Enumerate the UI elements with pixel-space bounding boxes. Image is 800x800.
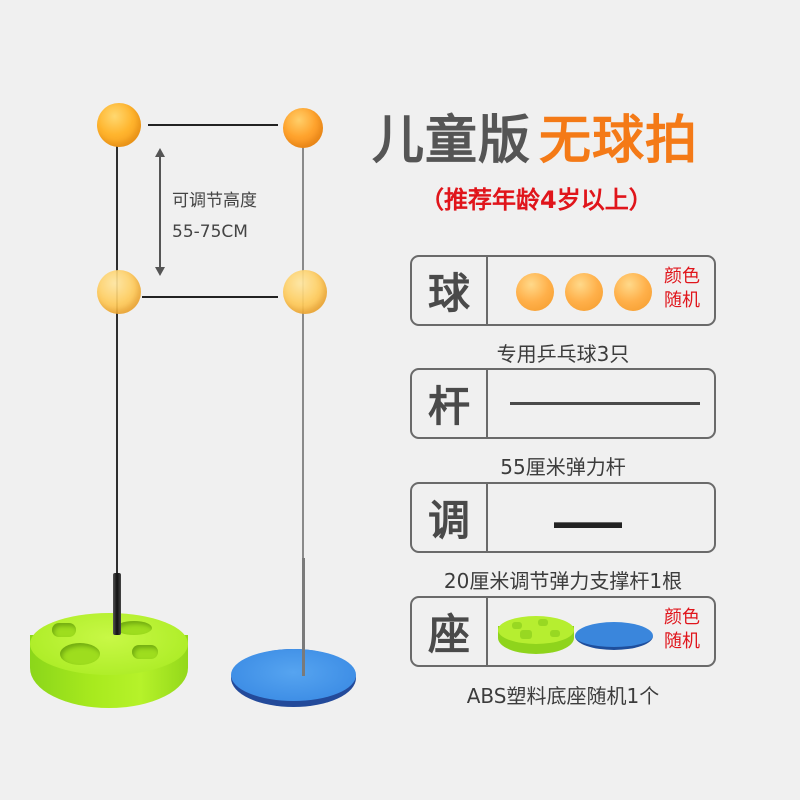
spec-caption-balls: 专用乒乓球3只: [496, 342, 630, 366]
blue-base-icon: [575, 622, 653, 650]
blue-flat-base: [231, 649, 356, 707]
spec-key-ball: 球: [412, 257, 488, 324]
ping-pong-ball-icon: [516, 273, 554, 311]
spec-key-rod: 杆: [412, 370, 488, 437]
adjust-height-range: 55-75CM: [172, 222, 248, 242]
bottom-height-guide: [142, 296, 278, 298]
ping-pong-ball-icon: [614, 273, 652, 311]
right-rod-lower: [302, 558, 305, 676]
short-rod-icon: [554, 522, 622, 528]
adjust-height-label: 可调节高度: [172, 191, 257, 211]
spec-caption-base: ABS塑料底座随机1个: [466, 684, 660, 708]
spec-key-base: 座: [412, 598, 488, 665]
top-height-guide: [148, 124, 278, 126]
spec-key-adjust: 调: [412, 484, 488, 551]
spec-caption-rod: 55厘米弹力杆: [500, 455, 626, 479]
ping-pong-ball-icon: [565, 273, 603, 311]
spec-box-balls: 球 颜色 随机: [410, 255, 716, 326]
base-hole: [52, 623, 76, 637]
green-base-icon: [498, 616, 574, 654]
spec-content-base: 颜色 随机: [488, 598, 714, 665]
base-hole: [132, 645, 158, 659]
height-adjust-arrow-icon: [155, 148, 165, 276]
spec-content-adjust-rod: [488, 484, 714, 551]
spec-content-balls: 颜色 随机: [488, 257, 714, 324]
base-hole: [60, 643, 100, 665]
spec-box-rod: 杆: [410, 368, 716, 439]
spec-box-base: 座 颜色 随机: [410, 596, 716, 667]
spec-box-adjust-rod: 调: [410, 482, 716, 553]
ping-pong-ball-bottom-left: [97, 270, 141, 314]
recommended-age: （推荐年龄4岁以上）: [420, 186, 653, 214]
color-random-note: 颜色 随机: [664, 607, 700, 652]
page-title: 儿童版无球拍: [372, 98, 698, 173]
spec-caption-adjust-rod: 20厘米调节弹力支撑杆1根: [443, 569, 683, 593]
right-elastic-rod: [302, 145, 304, 675]
long-rod-icon: [510, 402, 700, 405]
base-hole: [116, 621, 152, 635]
green-weighted-base: [30, 613, 188, 708]
ping-pong-ball-top-left: [97, 103, 141, 147]
title-part-kids-edition: 儿童版: [372, 111, 532, 171]
color-random-note: 颜色 随机: [664, 266, 700, 311]
ping-pong-ball-top-right: [283, 108, 323, 148]
left-elastic-rod: [116, 140, 118, 580]
ping-pong-ball-bottom-right: [283, 270, 327, 314]
adjust-support-tube: [113, 573, 121, 635]
spec-content-rod: [488, 370, 714, 437]
title-part-no-paddle: 无球拍: [539, 111, 699, 171]
